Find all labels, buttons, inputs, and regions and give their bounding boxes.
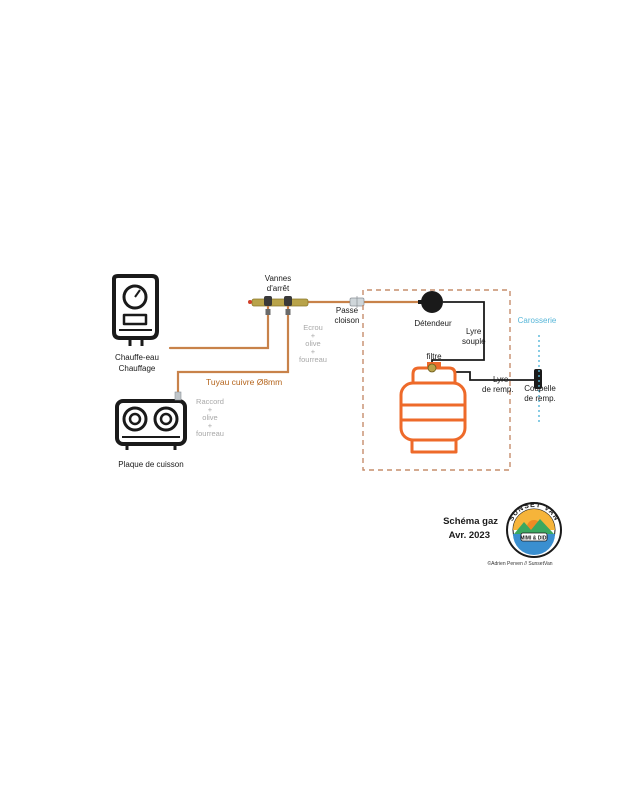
cooker-fitting-icon <box>174 391 182 401</box>
chauffe-label-line1: Chauffe-eau <box>115 353 159 362</box>
diagram-title: Schéma gaz <box>443 516 498 527</box>
water-heater-icon <box>112 274 159 346</box>
valve-2-icon <box>284 296 292 306</box>
passe-label-line2: cloison <box>335 316 360 325</box>
coupelle-label-line1: Coupelle <box>524 384 556 393</box>
cooker-icon <box>115 399 187 450</box>
passe-label-line1: Passe <box>336 306 359 315</box>
credit-text: ©Adrien Perven // SunsetVan <box>487 560 552 567</box>
ecrou-label-line5: fourreau <box>299 355 327 364</box>
plaque-label: Plaque de cuisson <box>118 460 183 469</box>
raccord-label-line5: fourreau <box>196 429 224 438</box>
lyre-remp-label-line2: de remp. <box>482 385 514 394</box>
lyre-souple-label-line1: Lyre <box>466 327 482 336</box>
bulkhead-fitting-icon <box>349 296 365 308</box>
ecrou-label-line4: + <box>311 347 316 356</box>
sunset-van-logo: MIMI & DIDI SUNSET VAN <box>506 502 562 558</box>
filter-icon <box>427 363 437 373</box>
logo-subtitle: MIMI & DIDI <box>520 536 548 542</box>
bottle-compartment-outline <box>362 289 511 471</box>
vannes-label-line2: d'arrêt <box>267 284 290 293</box>
lyre-remp-label-line1: Lyre <box>493 375 509 384</box>
raccord-label-line3: olive <box>202 413 217 422</box>
lyre-souple-label-line2: souple <box>462 337 486 346</box>
detendeur-label: Détendeur <box>414 319 452 328</box>
shutoff-valves <box>248 296 292 315</box>
lyre-remp-hose <box>455 371 536 381</box>
tuyau-label: Tuyau cuivre Ø8mm <box>206 377 282 387</box>
regulator-icon <box>418 291 443 313</box>
raccord-label-line4: + <box>208 421 213 430</box>
vannes-label-line1: Vannes <box>265 274 292 283</box>
valve-1-icon <box>264 296 272 306</box>
boiler-branch-pipe <box>168 304 270 350</box>
coupelle-label-line2: de remp. <box>524 394 556 403</box>
raccord-label-line2: + <box>208 405 213 414</box>
diagram-date: Avr. 2023 <box>449 530 490 541</box>
chauffe-label-line2: Chauffage <box>119 364 156 373</box>
filling-cup-icon <box>534 369 542 389</box>
cooker-branch-pipe <box>176 304 290 398</box>
valves-manifold <box>251 298 309 307</box>
gas-bottle-icon <box>399 362 467 454</box>
carrosserie-label: Carosserie <box>518 316 557 325</box>
raccord-label-line1: Raccord <box>196 397 224 406</box>
ecrou-label-line1: Ecrou <box>303 323 323 332</box>
ecrou-label-line2: + <box>311 331 316 340</box>
filtre-label: filtre <box>426 352 442 361</box>
ecrou-label-line3: olive <box>305 339 320 348</box>
